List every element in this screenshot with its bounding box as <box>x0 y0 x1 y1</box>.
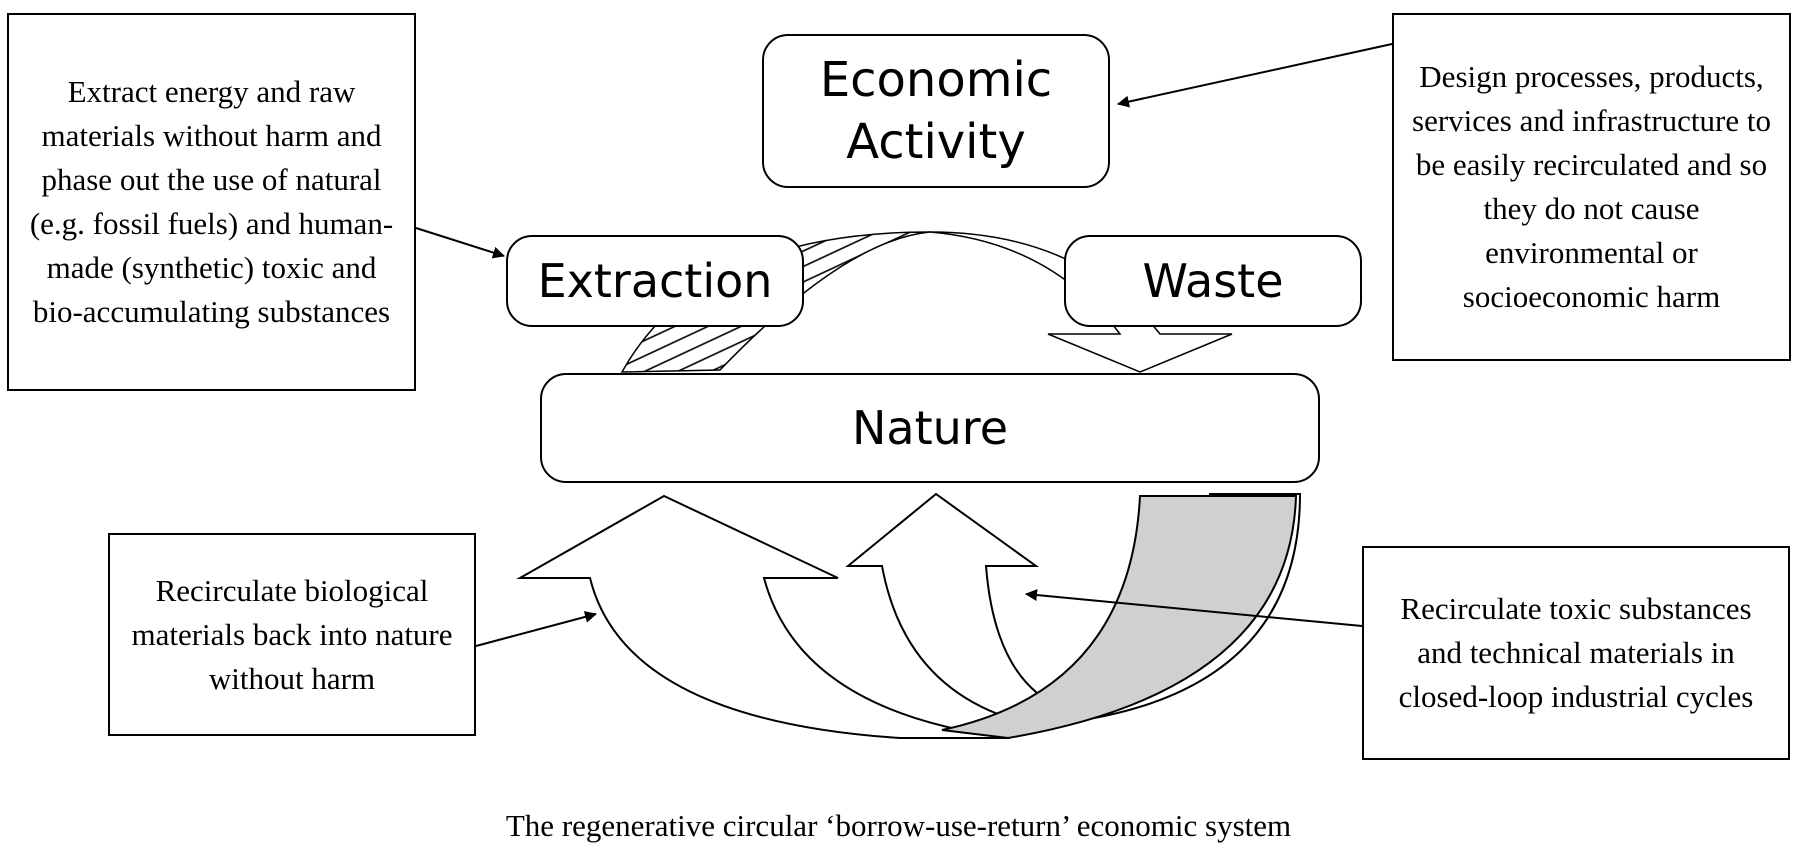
design-note: Design processes, products, services and… <box>1392 13 1791 361</box>
biological-note-connector <box>475 611 597 647</box>
technical-note-connector <box>1025 589 1363 627</box>
nature-node: Nature <box>540 373 1320 483</box>
extraction-node: Extraction <box>506 235 804 327</box>
figure-caption: The regenerative circular ‘borrow-use-re… <box>505 808 1292 843</box>
biological-note: Recirculate biological materials back in… <box>108 533 476 736</box>
economic-activity-label: Economic Activity <box>819 52 1053 170</box>
economic-activity-node: Economic Activity <box>762 34 1110 188</box>
waste-label: Waste <box>1142 254 1284 308</box>
design-note-text: Design processes, products, services and… <box>1412 59 1771 314</box>
extract-note: Extract energy and raw materials without… <box>7 13 416 391</box>
extract-note-text: Extract energy and raw materials without… <box>29 74 394 329</box>
nature-label: Nature <box>852 401 1008 455</box>
biological-note-text: Recirculate biological materials back in… <box>131 572 453 696</box>
extraction-label: Extraction <box>537 254 773 308</box>
biological-cycle-small-arrow <box>845 492 1065 724</box>
technical-note-text: Recirculate toxic substances and technic… <box>1398 591 1754 714</box>
design-note-connector <box>1117 43 1393 108</box>
technical-note: Recirculate toxic substances and technic… <box>1362 546 1790 760</box>
waste-node: Waste <box>1064 235 1362 327</box>
technical-cycle-band <box>941 495 1298 740</box>
extract-note-connector <box>415 227 505 259</box>
waste-flow-arrow <box>929 231 1233 373</box>
